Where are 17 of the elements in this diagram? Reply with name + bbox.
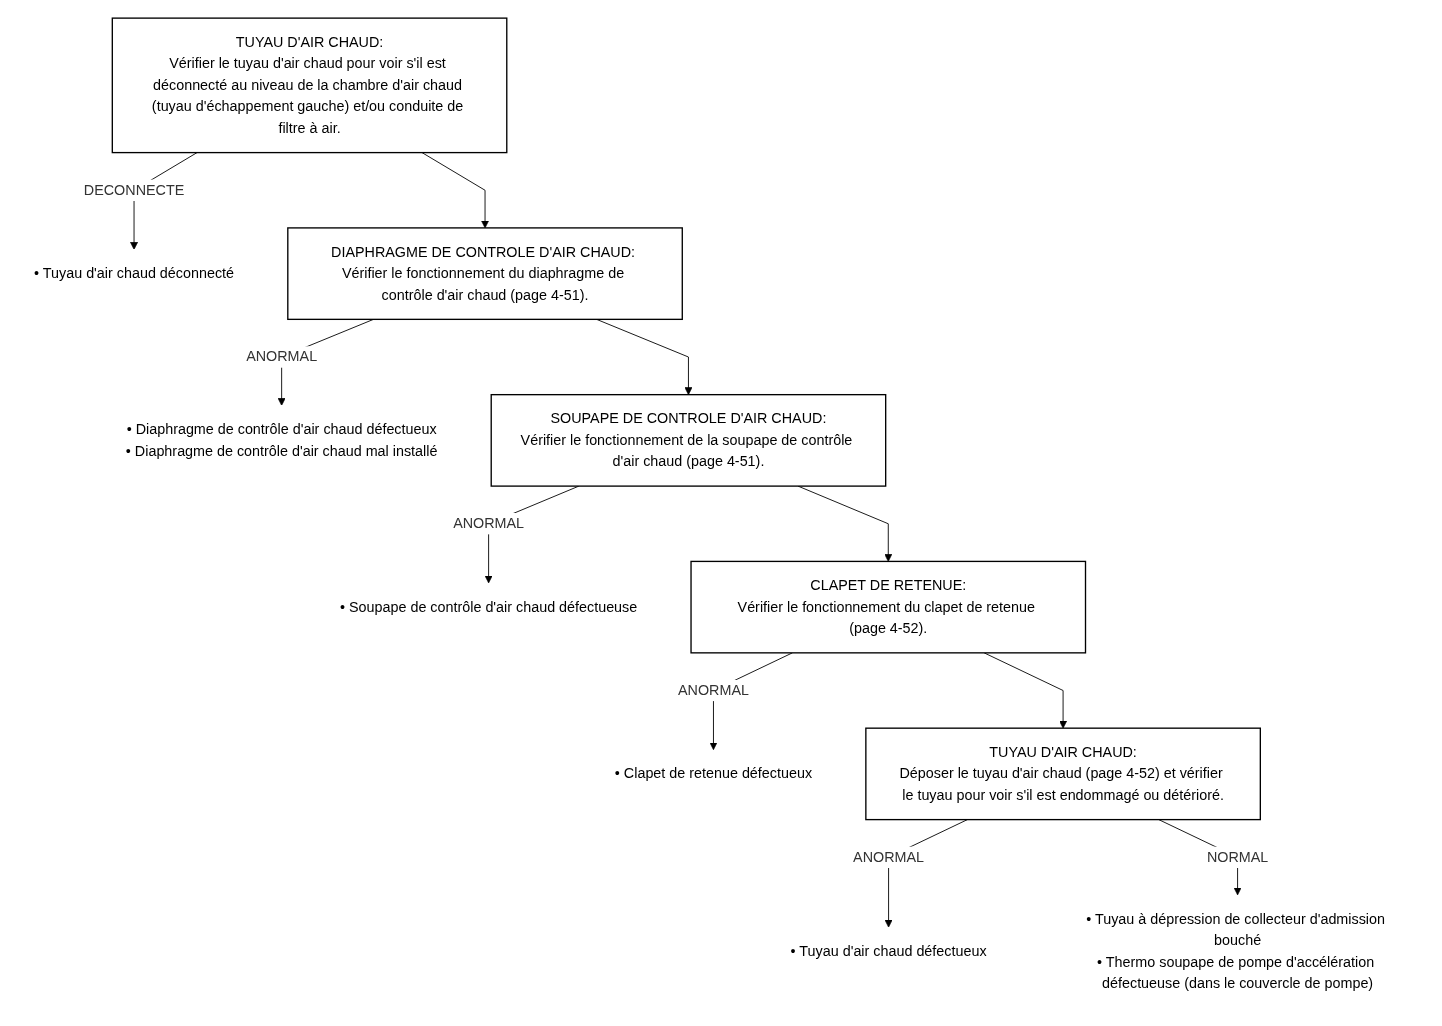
edge-label: DECONNECTE (83, 182, 185, 198)
node-box: CLAPET DE RETENUE: Vérifier le fonctionnement du clapet de retenue (page 4-52). (690, 560, 1087, 654)
node-text: • Tuyau d'air chaud déconnecté (34, 265, 235, 281)
edge-label: ANORMAL (853, 849, 925, 865)
edge-label: ANORMAL (453, 515, 525, 531)
node-box: TUYAU D'AIR CHAUD: Déposer le tuyau d'air chaud (page 4-52) et vérifier le tuyau pour voir s'il est endommagé ou détérioré. (865, 727, 1261, 821)
node-text: • Diaphragme de contrôle d'air chaud défectueux • Diaphragme de contrôle d'air chaud mal installé (125, 421, 438, 459)
edge-label: NORMAL (1206, 849, 1269, 865)
node-text: • Soupape de contrôle d'air chaud défectueuse (339, 599, 638, 615)
node-text: • Tuyau à dépression de collecteur d'admission bouché • Thermo soupape de pompe d'accélération défectueuse (dans le couvercle de pompe) (1086, 911, 1385, 991)
node-box: DIAPHRAGME DE CONTROLE D'AIR CHAUD: Vérifier le fonctionnement du diaphragme de contrôle d'air chaud (page 4-51). (287, 227, 683, 321)
edge-label: ANORMAL (246, 348, 318, 365)
node-text: • Tuyau d'air chaud défectueux (790, 943, 987, 959)
node-box: SOUPAPE DE CONTROLE D'AIR CHAUD: Vérifier le fonctionnement de la soupape de contrôle d'air chaud (page 4-51). (490, 394, 887, 487)
edge-label: ANORMAL (677, 682, 749, 698)
node-box: TUYAU D'AIR CHAUD: Vérifier le tuyau d'air chaud pour voir s'il est déconnecté au niveau de la chambre d'air chaud (tuyau d'échappement gauche) et/ou conduite de filtre à air. (111, 17, 508, 154)
node-text: • Clapet de retenue défectueux (614, 765, 813, 782)
